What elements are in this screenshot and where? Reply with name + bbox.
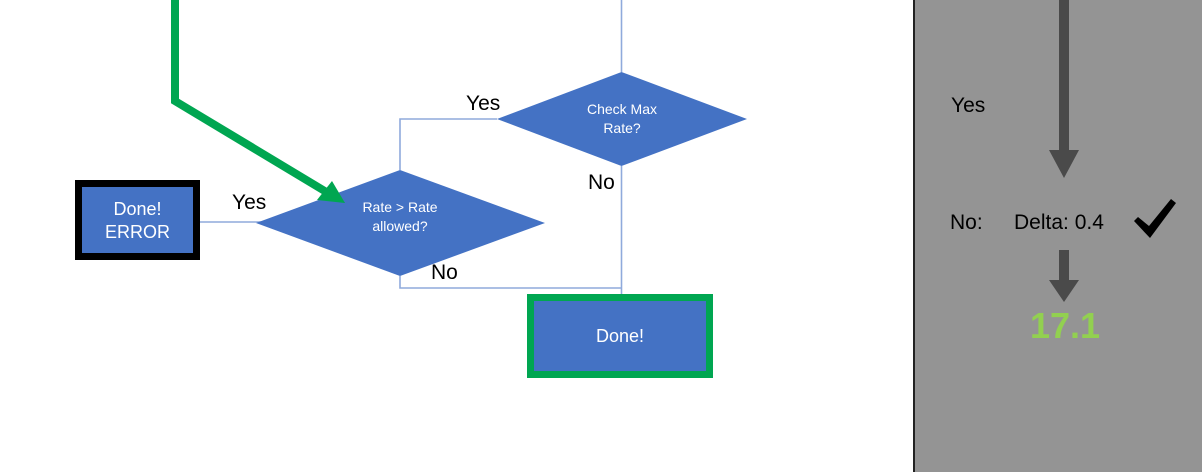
check-mark-icon [1134, 199, 1176, 238]
panel-no-label: No: [950, 211, 983, 234]
node-done-error[interactable]: Done! ERROR [75, 180, 200, 260]
node-rate-gt-allowed-shape[interactable] [256, 170, 545, 276]
detail-panel [915, 0, 1202, 472]
flowchart-diagram [171, 0, 747, 294]
panel-divider [913, 0, 915, 472]
panel-value: 17.1 [1029, 305, 1101, 346]
panel-arrow-top-icon [1049, 0, 1079, 178]
connector-yes-check-to-rate [399, 118, 497, 170]
node-check-max-rate-shape[interactable] [497, 72, 747, 166]
panel-delta-label: Delta: 0.4 [1014, 211, 1104, 234]
connector-no-rate-to-done [399, 276, 622, 289]
panel-arrow-bottom-icon [1049, 250, 1079, 302]
green-highlight-path [171, 0, 345, 203]
node-done-error-label: Done! ERROR [104, 199, 170, 242]
panel-yes-label: Yes [951, 94, 986, 117]
edge-label-no-rate-allowed: No [431, 261, 458, 284]
edge-label-no-check-max-rate: No [588, 171, 615, 194]
edge-label-yes-rate-allowed: Yes [232, 191, 267, 214]
edge-label-yes-check-max-rate: Yes [466, 92, 501, 115]
node-done-label: Done! [595, 326, 645, 346]
node-done[interactable]: Done! [527, 294, 713, 378]
